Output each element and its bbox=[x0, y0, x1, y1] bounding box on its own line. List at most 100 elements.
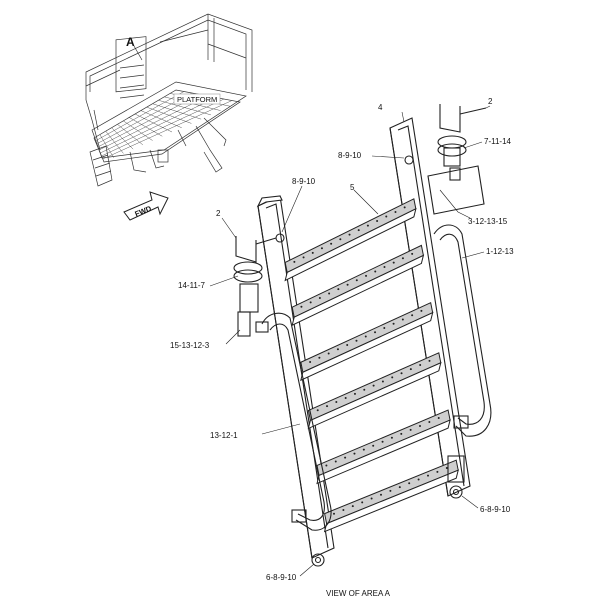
ladder-step bbox=[323, 459, 459, 533]
step-tread-dot bbox=[428, 359, 431, 362]
step-tread-dot bbox=[381, 380, 384, 383]
grating-bar bbox=[102, 100, 233, 160]
grating-bar bbox=[95, 91, 185, 142]
callout-6-8-9-10-right: 6-8-9-10 bbox=[480, 505, 511, 514]
step-tread-dot bbox=[411, 314, 414, 317]
step-tread-dot bbox=[420, 309, 423, 312]
step-tread-dot bbox=[394, 210, 397, 213]
step-tread-dot bbox=[363, 388, 366, 391]
ladder-step bbox=[291, 244, 425, 327]
step-tread-dot bbox=[411, 252, 414, 255]
callout-2-left: 2 bbox=[216, 209, 221, 218]
step-tread-dot bbox=[309, 301, 312, 304]
step-tread-dot bbox=[437, 417, 440, 420]
step-tread-dot bbox=[445, 467, 448, 470]
left-mount-bracket bbox=[233, 233, 285, 337]
grating-bar bbox=[98, 95, 209, 151]
step-tread-dot bbox=[353, 452, 356, 455]
callout-leaders bbox=[209, 105, 491, 577]
step-tread-dot bbox=[335, 401, 338, 404]
step-tread-dot bbox=[389, 489, 392, 492]
step-tread-dot bbox=[337, 288, 340, 291]
step-tread-dot bbox=[316, 409, 319, 412]
callout-5: 5 bbox=[350, 183, 355, 192]
right-handrail bbox=[433, 224, 492, 437]
callout-labels: 2 4 7-11-14 8-9-10 8-9-10 5 3-12-13-15 2… bbox=[170, 97, 514, 582]
step-tread-dot bbox=[355, 279, 358, 282]
step-tread-dot bbox=[328, 292, 331, 295]
step-tread-dot bbox=[370, 497, 373, 500]
step-tread-dot bbox=[339, 238, 342, 241]
step-tread-dot bbox=[408, 482, 411, 485]
ladder-step bbox=[316, 409, 451, 485]
step-tread-dot bbox=[330, 242, 333, 245]
step-tread-dot bbox=[362, 448, 365, 451]
step-tread-dot bbox=[398, 486, 401, 489]
step-tread-dot bbox=[383, 326, 386, 329]
step-tread-dot bbox=[346, 283, 349, 286]
step-tread-dot bbox=[309, 360, 312, 363]
grating-bar bbox=[101, 98, 225, 157]
step-tread-dot bbox=[300, 305, 303, 308]
step-tread-dot bbox=[325, 464, 328, 467]
callout-6-8-9-10-bottom: 6-8-9-10 bbox=[266, 573, 297, 582]
step-tread-dot bbox=[391, 376, 394, 379]
area-marker-label: A bbox=[126, 35, 135, 49]
step-tread-dot bbox=[353, 392, 356, 395]
ladder-steps bbox=[284, 198, 459, 533]
step-tread-dot bbox=[318, 356, 321, 359]
step-tread-dot bbox=[344, 456, 347, 459]
step-tread-dot bbox=[336, 348, 339, 351]
callout-8-9-10-left: 8-9-10 bbox=[292, 177, 316, 186]
callout-4: 4 bbox=[378, 103, 383, 112]
step-tread-dot bbox=[327, 352, 330, 355]
step-tread-dot bbox=[390, 436, 393, 439]
platform-label: PLATFORM bbox=[177, 95, 217, 104]
callout-15-13-12-3: 15-13-12-3 bbox=[170, 341, 210, 350]
step-tread-dot bbox=[400, 432, 403, 435]
step-tread-dot bbox=[293, 260, 296, 263]
step-tread-dot bbox=[401, 318, 404, 321]
forward-arrow-icon: FWD bbox=[123, 191, 169, 221]
step-tread-dot bbox=[357, 229, 360, 232]
ladder-step bbox=[307, 352, 442, 430]
step-tread-dot bbox=[366, 224, 369, 227]
callout-3-12-13-15: 3-12-13-15 bbox=[468, 217, 508, 226]
step-tread-dot bbox=[348, 233, 351, 236]
step-tread-dot bbox=[351, 505, 354, 508]
callout-1-12-13: 1-12-13 bbox=[486, 247, 514, 256]
step-tread-dot bbox=[392, 322, 395, 325]
step-tread-dot bbox=[419, 364, 422, 367]
callout-14-11-7: 14-11-7 bbox=[178, 281, 206, 290]
platform-label-box: PLATFORM bbox=[173, 93, 221, 105]
step-tread-dot bbox=[333, 512, 335, 515]
view-caption: VIEW OF AREA A bbox=[326, 589, 391, 598]
step-tread-dot bbox=[383, 266, 386, 269]
step-tread-dot bbox=[380, 493, 382, 496]
step-tread-dot bbox=[428, 420, 431, 423]
inset-ladder bbox=[115, 36, 147, 99]
step-tread-dot bbox=[365, 274, 368, 277]
step-tread-dot bbox=[344, 396, 347, 399]
step-tread-dot bbox=[436, 470, 439, 473]
step-tread-dot bbox=[392, 261, 395, 264]
step-tread-dot bbox=[320, 247, 323, 250]
step-tread-dot bbox=[311, 251, 314, 254]
step-tread-dot bbox=[419, 424, 421, 427]
platform-deck bbox=[91, 81, 247, 163]
step-tread-dot bbox=[385, 215, 388, 218]
step-tread-dot bbox=[346, 343, 349, 346]
step-tread-dot bbox=[364, 335, 367, 338]
step-tread-dot bbox=[372, 384, 375, 387]
ladder-step bbox=[300, 301, 434, 382]
step-tread-dot bbox=[400, 372, 403, 375]
callout-2-right: 2 bbox=[488, 97, 493, 106]
platform-supports bbox=[129, 117, 227, 173]
step-tread-dot bbox=[374, 331, 377, 334]
step-tread-dot bbox=[409, 428, 412, 431]
left-stringer bbox=[256, 195, 335, 559]
grating-bar bbox=[100, 97, 217, 154]
callout-7-11-14: 7-11-14 bbox=[484, 137, 512, 146]
